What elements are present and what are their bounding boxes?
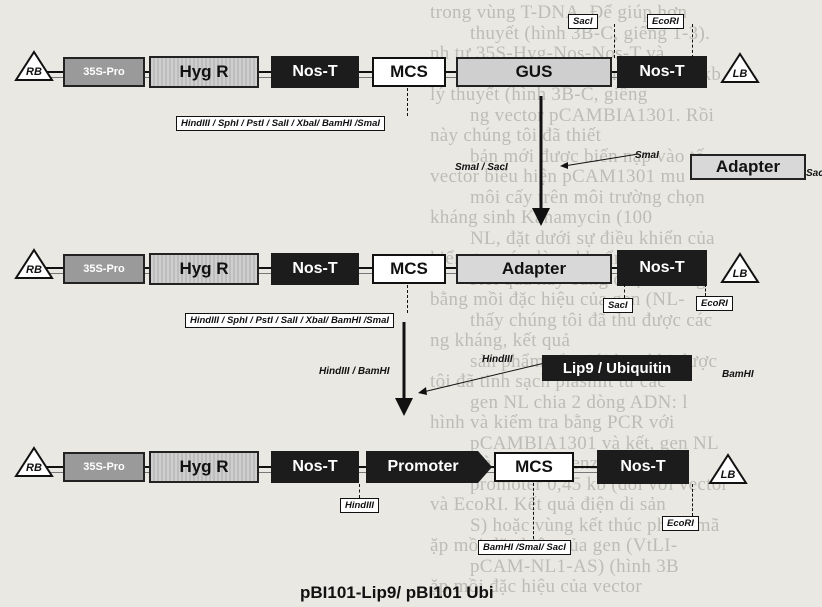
rb-label-wrap: RB bbox=[14, 50, 54, 82]
saci-dash-1 bbox=[614, 24, 615, 58]
saci-label-2: SacI bbox=[603, 298, 633, 313]
down-arrow-1-icon bbox=[532, 96, 550, 226]
background-text-line: hình và kiểm tra bằng PCR với bbox=[430, 412, 675, 433]
rb-triangle-icon-2 bbox=[14, 248, 54, 279]
background-text-line: lý thuyết (hình 3B-C, giếng bbox=[430, 84, 648, 105]
ecori-label-1: EcoRI bbox=[647, 14, 684, 29]
promoter-label: Promoter bbox=[387, 458, 459, 475]
mcs-box-2: MCS bbox=[372, 254, 446, 284]
background-text-line: gen NL chia 2 dòng ADN: l bbox=[470, 391, 688, 413]
mcs-box: MCS bbox=[372, 57, 446, 87]
promoter-35s-box-2: 35S-Pro bbox=[63, 254, 145, 284]
row-1-backbone bbox=[42, 71, 677, 73]
mcs-box-3: MCS bbox=[494, 452, 574, 482]
lb-label-wrap: LB bbox=[720, 52, 760, 84]
row-2-backbone-shadow bbox=[42, 273, 677, 274]
ecori-dash-1 bbox=[692, 24, 693, 58]
mcs-sites-label-2: HindIII / SphI / PstI / SalI / XbaI/ Bam… bbox=[185, 313, 395, 328]
nos-t-box-4: Nos-T bbox=[617, 250, 707, 286]
promoter-35s-box-3: 35S-Pro bbox=[63, 452, 145, 482]
adapter-arrow-icon bbox=[560, 153, 639, 169]
bamhi-label-insert: BamHI bbox=[722, 369, 754, 380]
background-text-line: này chúng tôi đã thiết bbox=[430, 125, 602, 146]
row-1-backbone-shadow bbox=[42, 77, 677, 78]
adapter-box-free: Adapter bbox=[690, 154, 806, 180]
construct-caption: pBI101-Lip9/ pBI101 Ubi bbox=[300, 583, 494, 602]
lb-label-wrap-3: LB bbox=[708, 453, 748, 485]
promoter-arrow-box-icon bbox=[366, 451, 492, 483]
hindiii-label-3: HindIII bbox=[340, 498, 380, 513]
lb-triangle-icon-2 bbox=[720, 252, 760, 283]
hyg-r-box: Hyg R bbox=[149, 56, 259, 88]
background-text-line: pCAM-NL1-AS) (hình 3B bbox=[470, 555, 679, 577]
nos-t-box-6: Nos-T bbox=[597, 450, 689, 484]
hyg-r-box-3: Hyg R bbox=[149, 451, 259, 483]
background-text-line: S) hoặc vùng kết thúc phiên mã bbox=[470, 514, 720, 536]
lb-label-2: LB bbox=[732, 268, 748, 280]
saci-dash-2 bbox=[624, 284, 625, 298]
smai-label: SmaI bbox=[635, 150, 659, 161]
hyg-r-box-2: Hyg R bbox=[149, 253, 259, 285]
nos-t-box-2: Nos-T bbox=[617, 56, 707, 88]
lb-label: LB bbox=[732, 68, 748, 80]
nos-t-box-5: Nos-T bbox=[271, 451, 359, 483]
rb-label-2: RB bbox=[26, 264, 42, 276]
background-text-line: trong vùng T-DNA. Để giúp hơn bbox=[430, 2, 688, 23]
smai-saci-label: SmaI / SacI bbox=[455, 162, 508, 173]
lb-label-wrap-2: LB bbox=[720, 252, 760, 284]
ecori-label-2: EcoRI bbox=[696, 296, 733, 311]
mcs-dash-2 bbox=[407, 285, 408, 313]
rb-triangle-icon bbox=[14, 50, 54, 81]
background-text-line: vector biểu hiện pCAM1301 mu bbox=[430, 166, 686, 187]
rb-label: RB bbox=[26, 66, 42, 78]
adapter-box: Adapter bbox=[456, 254, 612, 284]
background-text-line: ặp mồi đặc hiệu của vector bbox=[430, 576, 642, 597]
nos-t-box-3: Nos-T bbox=[271, 253, 359, 285]
background-text-line: môi cấy trên môi trường chọn bbox=[470, 186, 706, 208]
background-text-line: NL, đặt dưới sự điều khiển của bbox=[470, 227, 715, 249]
gus-box: GUS bbox=[456, 57, 612, 87]
final-sites-label: BamHI /SmaI/ SacI bbox=[478, 540, 571, 555]
hindiii-label-insert: HindIII bbox=[482, 354, 513, 365]
ecori-label-3: EcoRI bbox=[662, 516, 699, 531]
insert-arrow-icon bbox=[418, 361, 550, 395]
mcs-dash-3 bbox=[533, 483, 534, 539]
lb-triangle-icon-3 bbox=[708, 453, 748, 484]
insert-lip9-ubiquitin-box: Lip9 / Ubiquitin bbox=[542, 355, 692, 381]
row-2-backbone bbox=[42, 267, 677, 269]
background-text-line: và EcoRI. Kết quả điện di sản bbox=[430, 494, 667, 515]
row-3-backbone bbox=[42, 466, 677, 468]
nos-t-box: Nos-T bbox=[271, 56, 359, 88]
ecori-dash-3 bbox=[692, 484, 693, 516]
background-text-line: ng kháng, kết quả bbox=[430, 330, 571, 351]
saci-label-1: SacI bbox=[568, 14, 598, 29]
background-text-line: pCAMBIA1301 và kết, gen NL bbox=[470, 432, 719, 454]
down-arrow-2-icon bbox=[395, 322, 413, 416]
saci-short-label: Sac bbox=[806, 168, 822, 179]
ecori-dash-2 bbox=[705, 284, 706, 296]
hindiii-dash-3 bbox=[359, 484, 360, 498]
rb-label-3: RB bbox=[26, 462, 42, 474]
promoter-35s-box: 35S-Pro bbox=[63, 57, 145, 87]
hindiii-bamhi-label: HindIII / BamHI bbox=[319, 366, 390, 377]
background-text-line: ng vector pCAMBIA1301. Rồi bbox=[470, 104, 715, 126]
background-text-line: bằng mồi đặc hiệu của gen (NL- bbox=[430, 289, 685, 310]
background-text-line: bản mới được biến nạp vào tế bbox=[470, 145, 705, 167]
row-3-backbone-shadow bbox=[42, 472, 677, 473]
background-text-line: thấy chúng tôi đã thu được các bbox=[470, 309, 713, 331]
lb-label-3: LB bbox=[720, 469, 736, 481]
lb-triangle-icon bbox=[720, 52, 760, 83]
rb-triangle-icon-3 bbox=[14, 446, 54, 477]
rb-label-wrap-2: RB bbox=[14, 248, 54, 280]
mcs-dash-1 bbox=[407, 88, 408, 116]
rb-label-wrap-3: RB bbox=[14, 446, 54, 478]
mcs-sites-label-1: HindIII / SphI / PstI / SalI / XbaI/ Bam… bbox=[176, 116, 386, 131]
